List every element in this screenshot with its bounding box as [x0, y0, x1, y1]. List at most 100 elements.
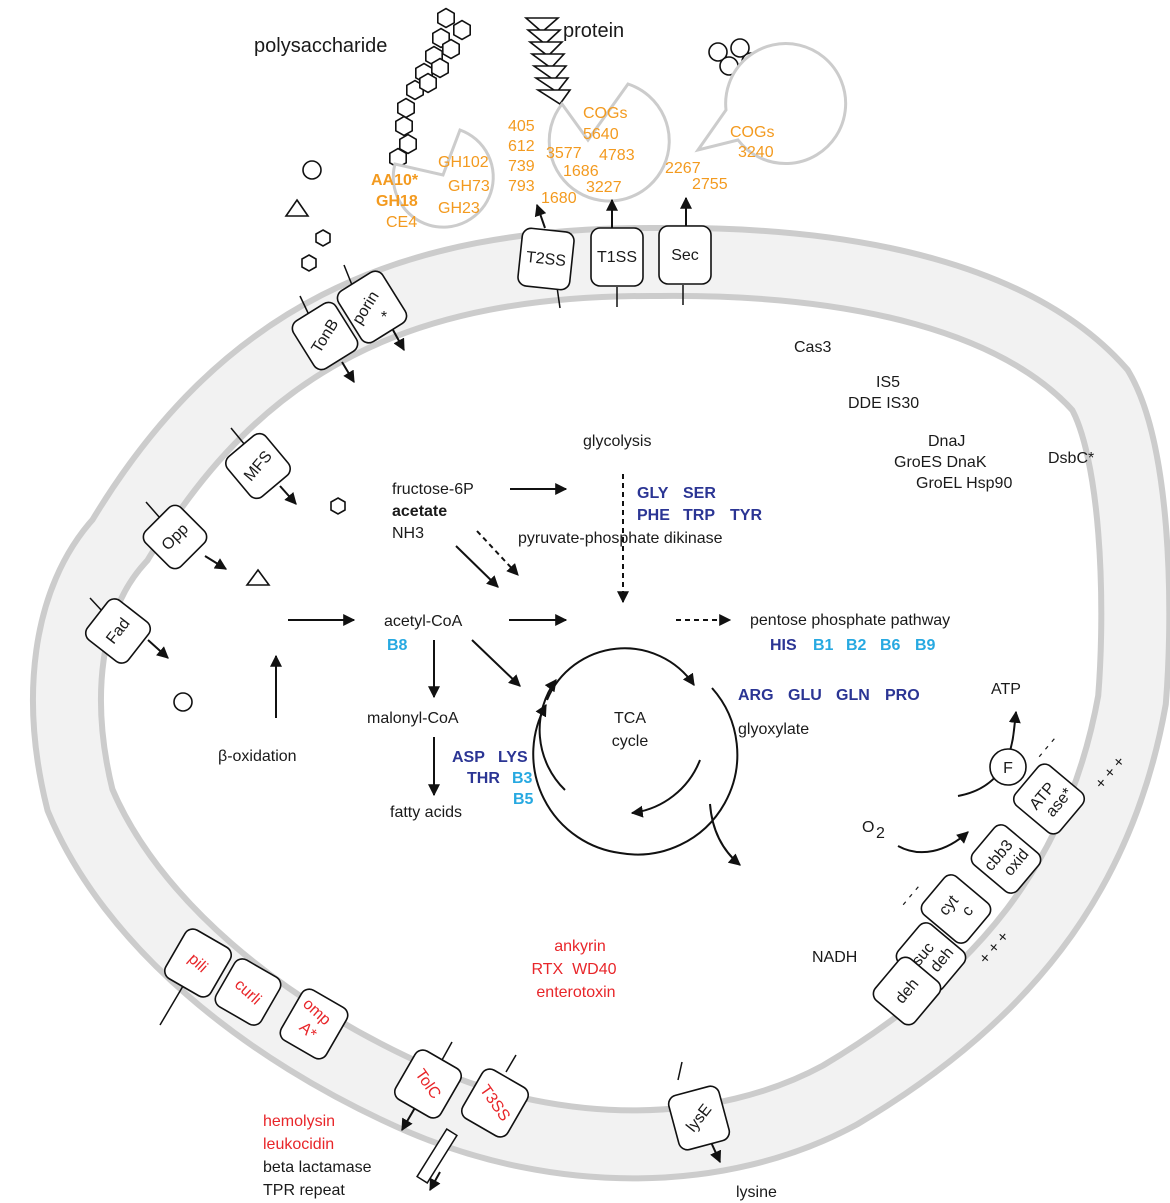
aa-his: HIS [770, 637, 797, 654]
hexagon-monomer-icon [330, 497, 346, 515]
polysaccharide-enzymes: AA10* GH18 CE4 GH102 GH73 GH23 [371, 154, 490, 231]
fat-cogs-label: COGs [730, 124, 774, 141]
cog-612: 612 [508, 138, 535, 155]
triangle-monomer-icon [284, 198, 310, 217]
virulence-rtx-wd40: RTX WD40 [531, 961, 616, 978]
pentose-label: pentose phosphate pathway [750, 612, 950, 629]
enzyme-gh102: GH102 [438, 154, 489, 171]
vitamin-b2: B2 [846, 637, 867, 654]
virulence-enterotoxin: enterotoxin [536, 984, 615, 1001]
respiratory-chain: ATP F ATP ase* - - - + + + O 2 cbb3 oxid… [812, 681, 1129, 1026]
transporter-sec: Sec [658, 196, 712, 305]
metabolic-arrows [270, 474, 741, 866]
amino-acids: GLY SER PHE TRP TYR HIS ARG GLU GLN PRO … [452, 485, 920, 787]
f-subunit-icon [989, 748, 1027, 786]
transporter-mfs: MFS [225, 427, 297, 505]
glyoxylate-label: glyoxylate [738, 721, 809, 738]
cog-4783: 4783 [599, 147, 635, 164]
cog-3227: 3227 [586, 179, 622, 196]
aa-glu: GLU [788, 687, 822, 704]
transporter-t2ss: T2SS [517, 203, 575, 309]
hexagon-monomer-icon [315, 229, 331, 247]
groel-label: GroEL Hsp90 [916, 475, 1012, 492]
vitamin-b8: B8 [387, 637, 408, 654]
lysine-label: lysine [736, 1184, 777, 1201]
transporter-t1ss: T1SS [590, 198, 644, 307]
enzyme-gh23: GH23 [438, 200, 480, 217]
aa-gly: GLY [637, 485, 669, 502]
enzyme-gh73: GH73 [448, 178, 490, 195]
secreted-leukocidin: leukocidin [263, 1136, 334, 1153]
cog-2755: 2755 [692, 176, 728, 193]
enzyme-ce4: CE4 [386, 214, 417, 231]
transporter-opp: Opp [142, 501, 228, 570]
secreted-hemolysin: hemolysin [263, 1113, 335, 1130]
cas3-label: Cas3 [794, 339, 831, 356]
tca-label: TCA [614, 710, 646, 727]
cog-3577: 3577 [546, 145, 582, 162]
protein-enzymes: 405 612 739 793 1680 COGs 5640 3577 4783… [508, 105, 635, 207]
t1ss-label: T1SS [597, 249, 637, 266]
polysaccharide-enzyme-pacman-icon [391, 128, 495, 229]
circle-monomer-icon [302, 160, 322, 180]
fructose-label: fructose-6P [392, 481, 474, 498]
cog-3240: 3240 [738, 144, 774, 161]
aa-trp: TRP [683, 507, 715, 524]
porin-star: * [381, 309, 387, 326]
metabolism: glycolysis fructose-6P acetate NH3 pyruv… [218, 433, 950, 821]
t2ss-label: T2SS [525, 249, 567, 270]
transporter-porin: porin * [336, 264, 408, 352]
aa-tyr: TYR [730, 507, 762, 524]
aa-ser: SER [683, 485, 716, 502]
beta-oxidation-label: β-oxidation [218, 748, 297, 765]
vitamin-b3: B3 [512, 770, 533, 787]
dde-label: DDE IS30 [848, 395, 919, 412]
protein-label: protein [563, 20, 624, 42]
enzyme-aa10: AA10* [371, 172, 419, 189]
f-subunit-label: F [1003, 760, 1013, 777]
dsbc-label: DsbC* [1048, 450, 1094, 467]
vitamin-b1: B1 [813, 637, 834, 654]
cycle-label: cycle [612, 733, 649, 750]
cog-2267: 2267 [665, 160, 701, 177]
aa-pro: PRO [885, 687, 920, 704]
triangle-monomer-icon [245, 568, 271, 586]
misc-proteins: Cas3 IS5 DDE IS30 DnaJ GroES DnaK GroEL … [794, 339, 1094, 492]
vitamins: B8 B1 B2 B6 B9 B3 B5 [387, 637, 936, 808]
hexagon-monomer-icon [301, 254, 317, 272]
pyruvate-label: pyruvate-phosphate dikinase [518, 530, 723, 547]
sec-label: Sec [671, 247, 699, 264]
minus-signs-lower: - - - [896, 881, 925, 911]
triangle-chain-icon [523, 17, 572, 106]
virulence-ankyrin: ankyrin [554, 938, 606, 955]
t3ss-needle-icon [416, 1128, 458, 1184]
polysaccharide-label: polysaccharide [254, 35, 387, 57]
cog-793: 793 [508, 178, 535, 195]
o2-label: O [862, 819, 874, 836]
substrate-protein: protein [523, 17, 624, 106]
aa-thr: THR [467, 770, 500, 787]
circle-monomer-icon [173, 692, 193, 712]
nh3-label: NH3 [392, 525, 424, 542]
cog-1686: 1686 [563, 163, 599, 180]
vitamin-b6: B6 [880, 637, 901, 654]
cog-739: 739 [508, 158, 535, 175]
secreted-tpr-repeat: TPR repeat [263, 1182, 345, 1199]
is5-label: IS5 [876, 374, 900, 391]
tca-cycle [532, 647, 739, 856]
aa-gln: GLN [836, 687, 870, 704]
aa-asp: ASP [452, 749, 485, 766]
protein-cogs-label: COGs [583, 105, 627, 122]
aa-phe: PHE [637, 507, 670, 524]
vitamin-b5: B5 [513, 791, 534, 808]
cog-1680: 1680 [541, 190, 577, 207]
fat-enzyme-pacman-icon [694, 42, 848, 165]
dnaj-label: DnaJ [928, 433, 965, 450]
protein-enzyme-pacman-icon [547, 82, 671, 203]
acetylcoa-label: acetyl-CoA [384, 613, 463, 630]
aa-arg: ARG [738, 687, 774, 704]
cog-405: 405 [508, 118, 535, 135]
groes-label: GroES DnaK [894, 454, 987, 471]
secreted-beta-lactamase: beta lactamase [263, 1159, 372, 1176]
